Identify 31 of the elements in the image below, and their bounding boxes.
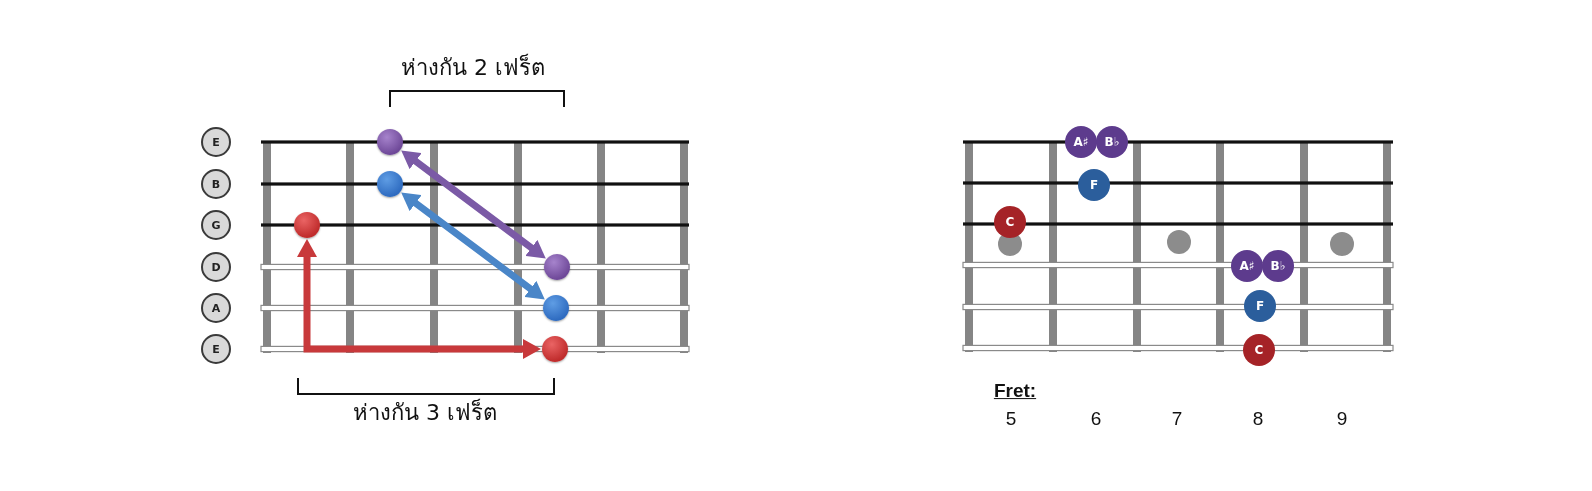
dimension-label: ห่างกัน 2 เฟร็ต [401,55,545,81]
note-circle: B♭ [1262,250,1294,282]
note-circle: C [1243,334,1275,366]
dimension-label: ห่างกัน 3 เฟร็ต [353,400,497,426]
note-circle: F [1078,169,1110,201]
note-dot-icon [377,171,403,197]
string-label-circle: D [201,252,231,282]
fret-heading: Fret: [993,380,1037,402]
string-label-circle: E [201,127,231,157]
note-dot-icon [543,295,569,321]
fret-number: 6 [1090,408,1102,430]
string-label-circle: G [201,210,231,240]
double-arrow [399,189,547,303]
fret-number: 7 [1171,408,1183,430]
note-dot-icon [294,212,320,238]
fret-number: 9 [1336,408,1348,430]
note-dot-icon [544,254,570,280]
string-label-circle: B [201,169,231,199]
note-circle: B♭ [1096,126,1128,158]
double-arrow [297,239,541,359]
note-circle: C [994,206,1026,238]
double-arrow [399,147,548,262]
note-circle: F [1244,290,1276,322]
string-label-circle: A [201,293,231,323]
fret-number: 5 [1005,408,1017,430]
note-circle: A♯ [1231,250,1263,282]
note-dot-icon [377,129,403,155]
fret-number: 8 [1252,408,1264,430]
string-label-circle: E [201,334,231,364]
note-dot-icon [542,336,568,362]
note-circle: A♯ [1065,126,1097,158]
